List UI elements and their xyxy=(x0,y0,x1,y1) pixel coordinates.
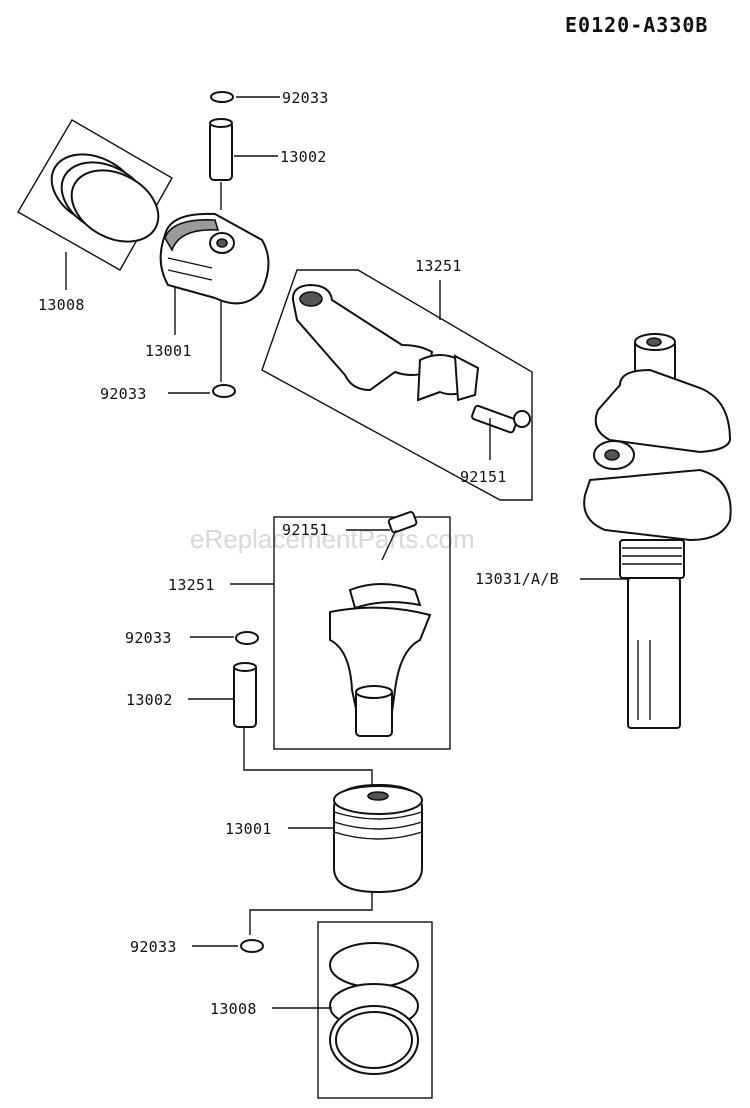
label-92033-lower-b: 92033 xyxy=(130,938,177,956)
label-13002-top: 13002 xyxy=(280,148,327,166)
snap-ring-lower-b-part xyxy=(240,939,264,953)
label-13008-top: 13008 xyxy=(38,296,85,314)
piston-pin-top-part xyxy=(209,118,233,181)
diagram-code: E0120-A330B xyxy=(565,13,708,37)
label-92033-mid: 92033 xyxy=(100,385,147,403)
ring-set-top-part xyxy=(17,119,173,271)
ring-set-lower-part xyxy=(317,921,433,1099)
label-92033-lower-a: 92033 xyxy=(125,629,172,647)
snap-ring-mid-part xyxy=(212,384,236,398)
piston-pin-lower-part xyxy=(233,662,257,728)
label-13001-lower: 13001 xyxy=(225,820,272,838)
label-13002-lower: 13002 xyxy=(126,691,173,709)
label-92151-top: 92151 xyxy=(460,468,507,486)
label-92033-top: 92033 xyxy=(282,89,329,107)
label-13008-lower: 13008 xyxy=(210,1000,257,1018)
piston-top-part xyxy=(159,212,270,305)
conrod-lower-part xyxy=(273,510,451,750)
label-13031: 13031/A/B xyxy=(475,570,559,588)
snap-ring-lower-a-part xyxy=(235,631,259,645)
label-13251-lower: 13251 xyxy=(168,576,215,594)
label-13001-top: 13001 xyxy=(145,342,192,360)
crankshaft-part xyxy=(583,333,732,729)
watermark: eReplacementParts.com xyxy=(190,524,475,554)
piston-lower-part xyxy=(333,783,423,894)
label-13251-top: 13251 xyxy=(415,257,462,275)
label-92151-lower: 92151 xyxy=(282,521,329,539)
snap-ring-top-part xyxy=(210,91,234,103)
conrod-top-part xyxy=(261,269,533,501)
